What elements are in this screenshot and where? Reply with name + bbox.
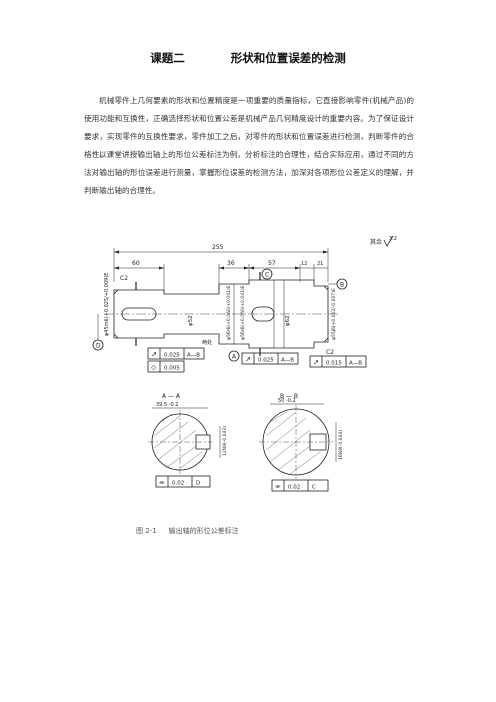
fcf-2	[147, 360, 185, 373]
datum-d-label: D	[96, 343, 101, 350]
dim-60: 60	[132, 260, 140, 267]
fcf-6-symbol: ⌯	[275, 483, 281, 491]
fcf-3-ref: A—B	[281, 358, 294, 364]
fcf-6	[271, 479, 329, 492]
section-aa-key: 12N9(-0.043)	[222, 426, 228, 456]
fcf-1-symbol: ↗	[151, 351, 157, 359]
dim-overall: 255	[212, 244, 224, 251]
datum-b-label: B	[340, 282, 344, 289]
roughness-symbol-top	[383, 235, 394, 247]
section-bb-width: 50 -0.2	[278, 398, 296, 404]
fcf-3-value: 0.025	[258, 358, 274, 364]
fcf-1-value: 0.025	[164, 353, 180, 359]
figure-caption-number: 图 2-1	[136, 527, 157, 535]
fcf-4	[309, 355, 367, 368]
dim-36: 36	[227, 260, 235, 267]
roughness-other-label: 其余	[370, 238, 382, 246]
shaft-drawing: 其余 3.2 255 60 36 57 12 21 C2 C2 φ45m6(+0…	[92, 235, 397, 492]
fcf-4-symbol: ↗	[313, 359, 319, 367]
dim-dia-62: φ62	[285, 315, 291, 326]
fcf-5	[155, 475, 211, 488]
fcf-4-value: 0.015	[326, 361, 342, 367]
fcf-1-ref: A—B	[187, 353, 200, 359]
section-bb-key: 16N9(-0.043)	[338, 430, 344, 460]
datum-a-label: A	[232, 354, 237, 361]
datum-c-circle	[261, 268, 273, 280]
fcf-5-value: 0.02	[172, 481, 184, 487]
fcf-5-symbol: ⌯	[159, 479, 165, 487]
paragraph-task: 以课堂讲授输出轴上的形位公差标注为例，分析标注的合理性，结合实际应用，通过不同的…	[84, 150, 414, 195]
datum-d-circle	[92, 339, 104, 351]
fcf-3	[241, 352, 299, 365]
fcf-2-symbol: ◇	[151, 364, 157, 372]
fcf-5-ref: D	[196, 481, 200, 487]
section-aa-width: 39.5 -0.2	[156, 402, 178, 408]
chamfer-left-label: C2	[120, 275, 128, 282]
dim-dia-56: φ56r6(+0.060/+0.041)E	[226, 285, 232, 340]
dim-dia-52: φ52	[188, 315, 194, 326]
dim-dia-mid: φ56r6(+0.060/+0.041)E	[240, 285, 246, 340]
fcf-6-value: 0.02	[288, 485, 300, 491]
dim-12: 12	[301, 261, 307, 267]
fcf-3-symbol: ↗	[245, 356, 251, 364]
title-part-1: 课题二	[150, 51, 185, 65]
paragraph-intro: 机械零件上几何要素的形状和位置精度是一项重要的质量指标，它直接影响零件(机械产品…	[84, 96, 414, 159]
dim-dia-left: φ45m6(+0.025/+0.009)E	[104, 273, 110, 336]
section-aa-title: A — A	[162, 393, 181, 400]
title-part-2: 形状和位置误差的检测	[230, 51, 346, 65]
chamfer-right-label: C2	[326, 349, 334, 356]
page-title: 课题二 形状和位置误差的检测	[0, 50, 496, 66]
datum-c-label: C	[265, 272, 269, 279]
shaft-outline	[113, 279, 329, 349]
fcf-1	[147, 347, 205, 360]
dim-57: 57	[268, 260, 276, 267]
both-ends-label: 两处	[202, 339, 212, 346]
fcf-4-ref: A—B	[349, 361, 362, 367]
shaft-drawing-figure: 其余 3.2 255 60 36 57 12 21 C2 C2 φ45m6(+0…	[84, 232, 414, 512]
fcf-6-ref: C	[312, 485, 316, 491]
section-bb-title: B — B	[280, 393, 298, 400]
dim-dia-right: φ55j6(+0.012/-0.007)E	[331, 288, 337, 340]
dim-21: 21	[317, 261, 323, 267]
datum-a-circle	[228, 350, 240, 362]
figure-caption: 图 2-1 输出轴的形位公差标注	[136, 526, 239, 536]
fcf-2-value: 0.005	[164, 366, 180, 372]
figure-caption-text: 输出轴的形位公差标注	[168, 527, 239, 535]
roughness-value: 3.2	[389, 236, 397, 242]
